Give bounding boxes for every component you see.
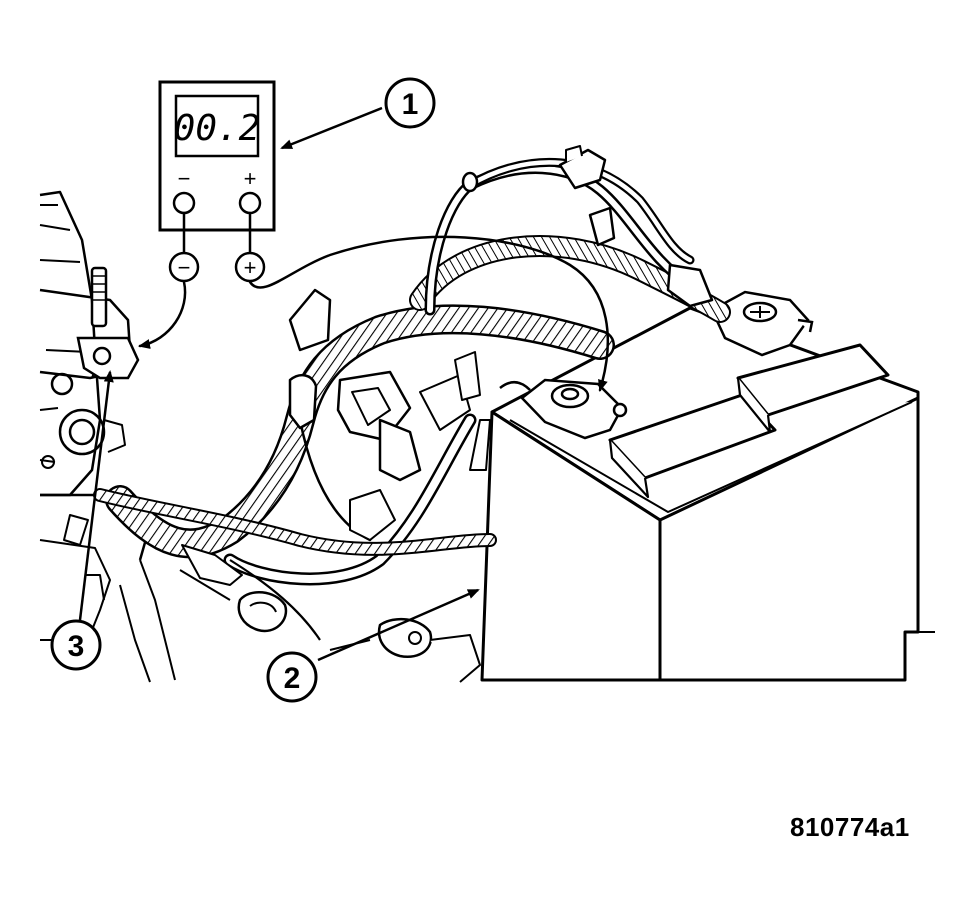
callout-1: 1 <box>280 77 436 150</box>
meter-negative-jack <box>172 191 196 215</box>
meter-negative-label: − <box>178 166 191 191</box>
callout-3: 3 <box>50 370 114 671</box>
meter-display <box>174 94 260 158</box>
callout-2-number: 2 <box>284 662 301 695</box>
positive-battery-terminal <box>710 290 814 357</box>
ground-stud <box>76 266 140 380</box>
probe-positive: + <box>234 251 266 283</box>
test-leads <box>138 211 609 392</box>
callout-1-number: 1 <box>402 88 419 121</box>
probe-negative-symbol: − <box>178 255 191 280</box>
meter-positive-jack <box>238 191 262 215</box>
harness-connectors <box>181 145 714 586</box>
engine-block <box>39 190 176 683</box>
meter-reading: 00.2 <box>174 108 261 149</box>
callout-3-number: 3 <box>68 630 85 663</box>
probe-negative: − <box>168 251 200 283</box>
callout-2: 2 <box>266 588 480 703</box>
figure-id: 810774a1 <box>790 812 910 842</box>
probe-positive-symbol: + <box>244 255 257 280</box>
meter-positive-label: + <box>244 166 257 191</box>
negative-battery-terminal <box>499 378 628 440</box>
battery <box>480 306 935 682</box>
multimeter: 00.2 − + <box>158 80 276 232</box>
